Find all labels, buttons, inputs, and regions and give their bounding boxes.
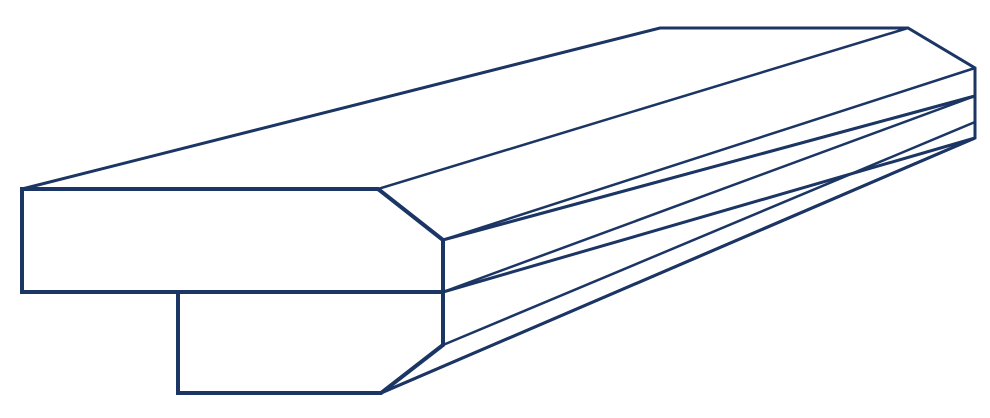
front-cap-profile (20, 187, 445, 294)
edge-top-bevel (377, 26, 909, 191)
edge-lower-groove-b (380, 136, 976, 395)
front-stem-profile (176, 290, 445, 395)
edge-lower-groove-a (442, 120, 976, 347)
edge-upper-shoulder (442, 66, 976, 242)
edge-mid-groove (442, 94, 976, 294)
